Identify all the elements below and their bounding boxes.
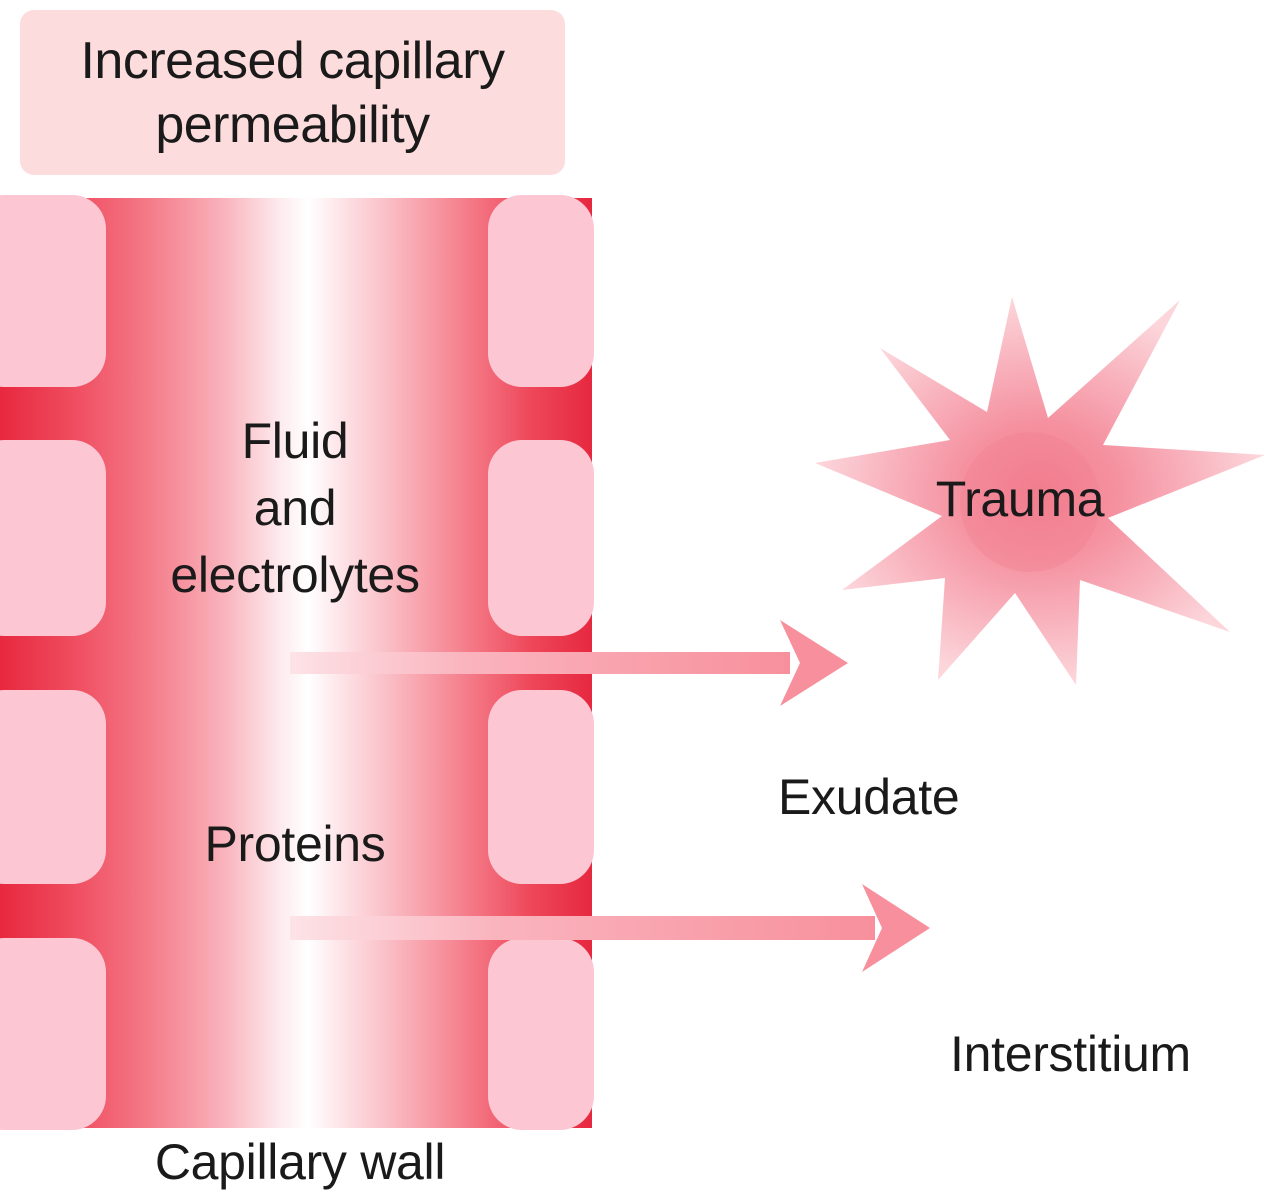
fluid-arrow-head	[780, 620, 848, 706]
trauma-star-shape	[815, 297, 1265, 685]
fluid-label-line-3: electrolytes	[170, 547, 420, 603]
title-line-2: permeability	[155, 95, 430, 154]
wall-cell	[488, 938, 594, 1130]
wall-cell	[0, 690, 106, 884]
wall-cell	[488, 195, 594, 387]
interstitium-label: Interstitium	[950, 1026, 1191, 1082]
title-line-1: Increased capillary	[80, 31, 505, 90]
wall-cell	[0, 195, 106, 387]
capillary-wall-left	[0, 195, 106, 1130]
wall-cell	[0, 440, 106, 636]
wall-cell	[488, 690, 594, 884]
proteins-label: Proteins	[204, 816, 386, 872]
capillary-wall-right	[488, 195, 594, 1130]
proteins-arrow	[290, 884, 930, 972]
proteins-arrow-head	[862, 884, 930, 972]
title-box: Increased capillary permeability	[20, 10, 565, 175]
trauma-label: Trauma	[935, 471, 1105, 527]
trauma-starburst	[815, 297, 1265, 685]
capillary-wall-label: Capillary wall	[154, 1134, 446, 1190]
fluid-arrow-shaft	[290, 652, 790, 674]
fluid-electrolytes-label: Fluid and electrolytes	[130, 408, 460, 609]
wall-cell	[488, 440, 594, 636]
fluid-arrow	[290, 620, 848, 706]
exudate-label: Exudate	[778, 769, 960, 825]
proteins-arrow-shaft	[290, 916, 875, 940]
fluid-label-line-2: and	[253, 480, 337, 536]
fluid-label-line-1: Fluid	[241, 413, 349, 469]
wall-cell	[0, 938, 106, 1130]
title-text: Increased capillary permeability	[80, 29, 505, 157]
trauma-core	[960, 432, 1100, 572]
